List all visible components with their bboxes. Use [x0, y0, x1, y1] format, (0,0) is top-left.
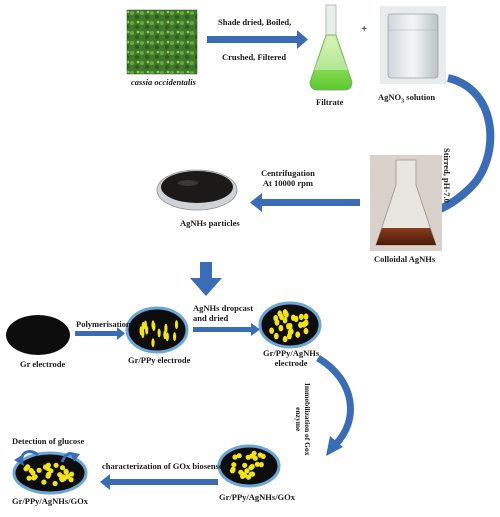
nanoparticle-fleck — [32, 474, 38, 480]
colloidal-label: Colloidal AgNHs — [374, 254, 436, 264]
nanoparticle-fleck — [282, 335, 288, 343]
arrow-dropcast — [193, 323, 260, 336]
plant-label: cassia occidentalis — [131, 77, 196, 87]
nanoparticle-fleck — [257, 452, 263, 458]
agno3-beaker — [380, 6, 446, 84]
nanoparticle-fleck — [298, 313, 304, 321]
nanoparticle-fleck — [249, 463, 255, 470]
final-right-label: Gr/PPy/AgNHs/GOx — [219, 492, 296, 502]
plus-sign: + — [361, 23, 368, 35]
gr-electrode — [6, 315, 70, 355]
arrow-plant-to-filtrate — [207, 30, 308, 49]
nanoparticle-fleck — [173, 332, 177, 342]
gr-ppy-label: Gr/PPy electrode — [128, 355, 191, 365]
nanoparticle-fleck — [295, 331, 301, 338]
nanoparticle-fleck — [141, 321, 145, 331]
nanoparticle-fleck — [63, 469, 69, 475]
nanoparticle-fleck — [242, 462, 248, 468]
nanoparticle-fleck — [145, 325, 149, 335]
nanoparticle-fleck — [284, 311, 289, 318]
nanoparticle-fleck — [52, 480, 58, 487]
nanoparticle-fleck — [141, 329, 145, 339]
nanoparticle-fleck — [165, 332, 169, 342]
arrow-to-particles — [250, 193, 360, 212]
nanoparticle-fleck — [245, 454, 251, 460]
nanoparticle-fleck — [232, 454, 238, 460]
nanoparticle-fleck — [273, 332, 279, 340]
gr-ppy-agnhs-electrode — [258, 301, 322, 349]
filtrate-label: Filtrate — [316, 97, 344, 107]
nanoparticle-fleck — [26, 475, 32, 481]
nanoparticle-fleck — [151, 320, 155, 330]
nanoparticle-fleck — [45, 473, 51, 479]
nanoparticle-fleck — [25, 464, 31, 470]
characterization-label: characterization of GOx biosensor — [102, 461, 227, 471]
nanoparticle-fleck — [258, 462, 264, 468]
nanoparticle-fleck — [252, 455, 258, 461]
nanoparticle-fleck — [174, 320, 179, 330]
nanoparticle-fleck — [41, 479, 47, 485]
nanoparticle-fleck — [69, 471, 75, 477]
nanoparticle-fleck — [53, 462, 59, 468]
nanoparticle-fleck — [48, 468, 54, 474]
step1-label-line2: Crushed, Filtered — [222, 52, 287, 62]
agno3-label: AgNO3 solution — [378, 92, 436, 105]
nanoparticle-fleck — [157, 328, 161, 338]
plant-image — [126, 9, 198, 75]
step1-label-line1: Shade dried, Boiled, — [218, 17, 292, 27]
nanoparticle-fleck — [251, 450, 257, 456]
nanoparticle-fleck — [293, 315, 299, 323]
nanoparticle-fleck — [286, 323, 291, 330]
nanoparticle-fleck — [59, 465, 66, 471]
nanoparticle-fleck — [60, 474, 66, 480]
nanoparticle-fleck — [164, 323, 168, 333]
detection-label: Detection of glucose — [12, 436, 85, 446]
nanoparticle-fleck — [282, 317, 288, 324]
stirred-label: Stirred, pH-7.0 — [442, 148, 452, 203]
particles-label: AgNHs particles — [180, 218, 240, 228]
colloidal-flask — [370, 155, 442, 251]
arrow-down-to-electrodes — [190, 262, 222, 296]
nanoparticle-fleck — [273, 315, 279, 322]
nanoparticle-fleck — [287, 333, 292, 340]
gr-ppy-electrode — [125, 306, 189, 354]
nanoparticle-fleck — [238, 469, 244, 475]
nanoparticle-fleck — [231, 462, 237, 468]
nanoparticle-fleck — [278, 324, 284, 332]
nanoparticle-fleck — [244, 468, 250, 474]
filtrate-flask — [309, 4, 353, 91]
nanoparticle-fleck — [301, 321, 307, 328]
nanoparticle-fleck — [36, 467, 42, 473]
final-left-label: Gr/PPy/AgNHs/GOx — [12, 496, 89, 506]
nanoparticle-fleck — [68, 477, 74, 483]
nanoparticle-fleck — [279, 313, 284, 321]
gox-electrode-left — [12, 450, 88, 495]
gr-electrode-label: Gr electrode — [20, 359, 66, 369]
particles-dish — [156, 169, 238, 211]
arrow-characterization — [100, 474, 218, 490]
gox-electrode-right — [217, 444, 281, 488]
nanoparticle-fleck — [298, 321, 303, 329]
nanoparticle-fleck — [30, 470, 36, 476]
nanoparticle-fleck — [303, 327, 309, 335]
curved-arrow-immobilization — [316, 354, 354, 456]
nanoparticle-fleck — [151, 338, 155, 348]
nanoparticle-fleck — [45, 462, 52, 468]
arrow-polymerisation — [75, 327, 125, 340]
nanoparticle-fleck — [236, 453, 242, 459]
nanoparticle-fleck — [303, 313, 309, 320]
nanoparticle-fleck — [229, 468, 236, 474]
nanoparticle-fleck — [245, 474, 252, 480]
nanoparticle-fleck — [254, 461, 260, 467]
nanoparticle-fleck — [269, 327, 274, 334]
polymerisation-label: Polymerisation — [76, 319, 131, 329]
